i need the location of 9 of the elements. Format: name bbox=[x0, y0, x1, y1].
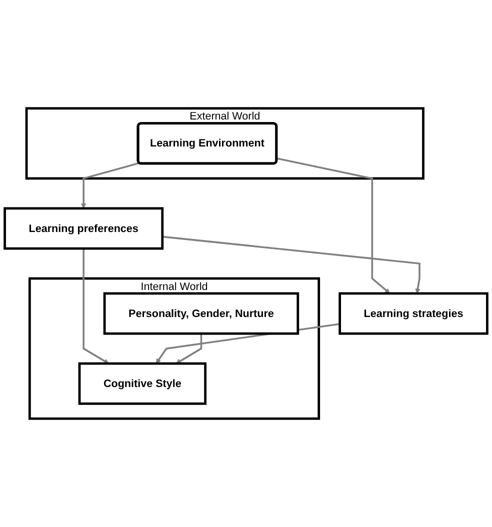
node-box: Learning preferences bbox=[4, 207, 164, 250]
arrow bbox=[176, 334, 202, 364]
arrow bbox=[162, 236, 420, 294]
arrow bbox=[80, 162, 140, 209]
arrow bbox=[82, 248, 109, 364]
node-box: Cognitive Style bbox=[78, 362, 206, 405]
node-box: Learning strategies bbox=[338, 292, 488, 335]
arrow bbox=[276, 158, 390, 294]
node-box: Personality, Gender, Nurture bbox=[103, 292, 300, 335]
